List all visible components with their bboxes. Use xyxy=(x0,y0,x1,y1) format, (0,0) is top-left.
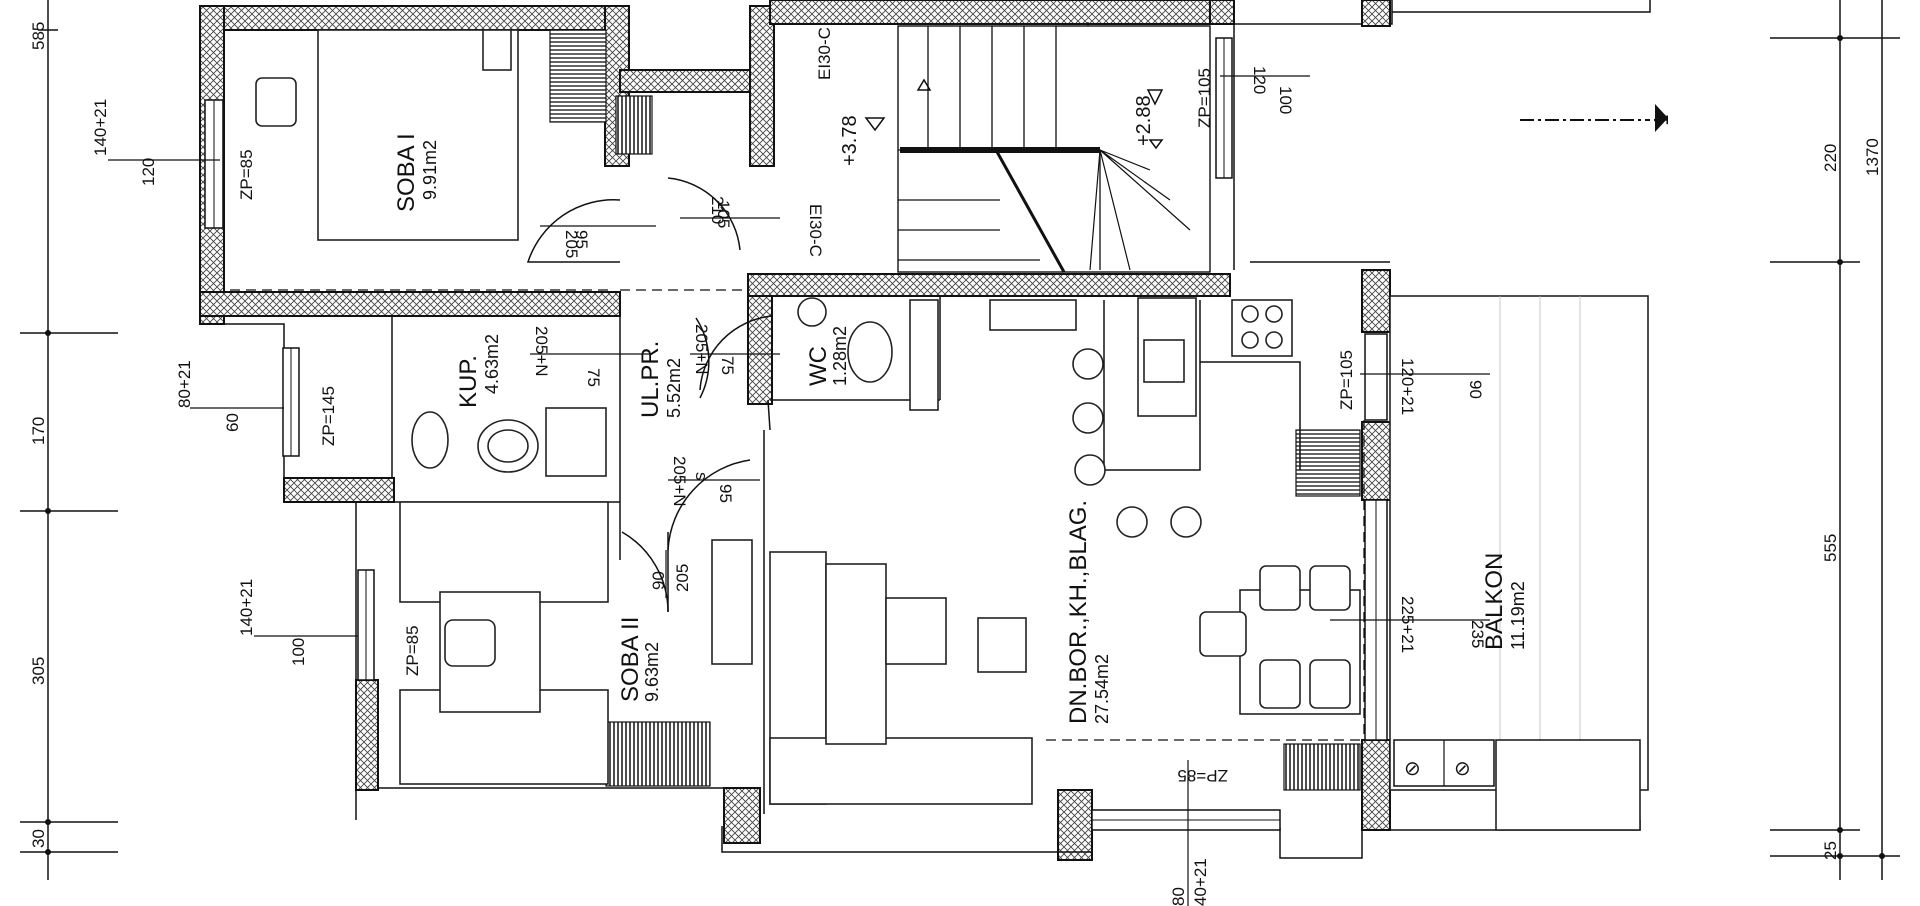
w2-zp: ZP=145 xyxy=(319,386,338,446)
w-bottom-zp: ZP=85 xyxy=(1177,766,1228,785)
w1-bot: 120 xyxy=(139,158,158,186)
room-dnevna-area: 27.54m2 xyxy=(1092,654,1112,724)
furniture xyxy=(255,29,1649,831)
w1-top: 140+21 xyxy=(91,99,110,156)
d-bal-bot: 235 xyxy=(1468,620,1487,648)
right-dimension-chain: 220 1370 555 25 xyxy=(1770,0,1900,880)
w2-top: 80+21 xyxy=(175,360,194,408)
d-soba2-top: 90 xyxy=(649,571,668,590)
w-bal-top: 120+21 xyxy=(1398,358,1417,415)
radiators xyxy=(549,29,1361,791)
w3-zp: ZP=85 xyxy=(403,625,422,676)
d-hall-bot: 105 xyxy=(714,200,733,228)
room-balkon-area: 11.19m2 xyxy=(1508,581,1528,650)
room-ulpr-area: 5.52m2 xyxy=(664,358,684,418)
d-soba1-top: 205 xyxy=(562,230,581,258)
w-bottom-bot: 40+21 xyxy=(1191,858,1210,906)
left-dim-170: 170 xyxy=(29,417,48,445)
room-soba2-name: SOBA II xyxy=(617,617,644,702)
d-kup-bot: 75 xyxy=(584,368,603,387)
right-dim-220: 220 xyxy=(1821,144,1840,172)
room-ulpr-name: UL.PR. xyxy=(637,341,664,418)
room-kup-area: 4.63m2 xyxy=(482,334,502,394)
d-hall-top: 210 xyxy=(708,196,727,224)
right-dim-25: 25 xyxy=(1821,841,1840,860)
d-kup-top: 205+N xyxy=(532,326,551,377)
d-wc-bot: 75 xyxy=(718,356,737,375)
room-balkon-name: BALKON xyxy=(1481,553,1508,650)
section-marker: 1 xyxy=(1520,104,1673,132)
walls xyxy=(199,0,1651,861)
staircase xyxy=(897,25,1211,273)
symbol-1: ⊘ xyxy=(1404,758,1421,780)
w-bal-bot: 90 xyxy=(1466,380,1485,399)
d-liv-top: 205+N xyxy=(670,456,689,507)
left-dimension-chain: 585 170 305 30 xyxy=(20,0,118,880)
d-wc-top: 205+N xyxy=(692,324,711,375)
d-liv-bot: 95 xyxy=(716,484,735,503)
w-bottom-top: 80 xyxy=(1169,887,1188,906)
d-soba2-bot: 205 xyxy=(673,564,692,592)
level-upper: +3.78 xyxy=(839,115,861,166)
right-dim-1370: 1370 xyxy=(1863,138,1882,176)
symbol-2: ⊘ xyxy=(1454,758,1471,780)
room-soba1-area: 9.91m2 xyxy=(420,140,440,200)
w3-bot: 100 xyxy=(289,638,308,666)
windows xyxy=(204,37,1388,831)
section-number: 1 xyxy=(1651,114,1673,125)
w-bal-zp: ZP=105 xyxy=(1337,350,1356,410)
w1-zp: ZP=85 xyxy=(237,149,256,200)
room-dnevna-name: DN.BOR.,KH.,BLAG. xyxy=(1065,500,1092,724)
room-soba1-name: SOBA I xyxy=(393,133,420,212)
stair-fire: EI30-C xyxy=(815,27,834,80)
room-kup-name: KUP. xyxy=(455,355,482,408)
room-soba2-area: 9.63m2 xyxy=(642,642,662,702)
d-bal-top: 225+21 xyxy=(1398,596,1417,653)
d-soba1-bot: 95 xyxy=(572,230,591,249)
w3-top: 140+21 xyxy=(237,579,256,636)
w-top-zp: ZP=105 xyxy=(1195,68,1214,128)
left-dim-30: 30 xyxy=(29,829,48,848)
room-wc-area: 1.28m2 xyxy=(830,326,850,386)
room-wc-name: WC xyxy=(805,346,832,386)
left-dim-585: 585 xyxy=(29,22,48,50)
right-dim-555: 555 xyxy=(1821,534,1840,562)
left-dim-305: 305 xyxy=(29,657,48,685)
w-top2: 100 xyxy=(1276,86,1295,114)
d-hall-fire: EI30-C xyxy=(806,204,825,257)
level-landing: +2.88 xyxy=(1133,95,1155,146)
w2-bot: 60 xyxy=(223,413,242,432)
d-liv-s: s xyxy=(692,472,711,481)
opening-labels: 140+21 120 ZP=85 80+21 60 ZP=145 140+21 … xyxy=(91,27,1490,906)
w-top1: 120 xyxy=(1250,66,1269,94)
doors xyxy=(526,177,773,613)
